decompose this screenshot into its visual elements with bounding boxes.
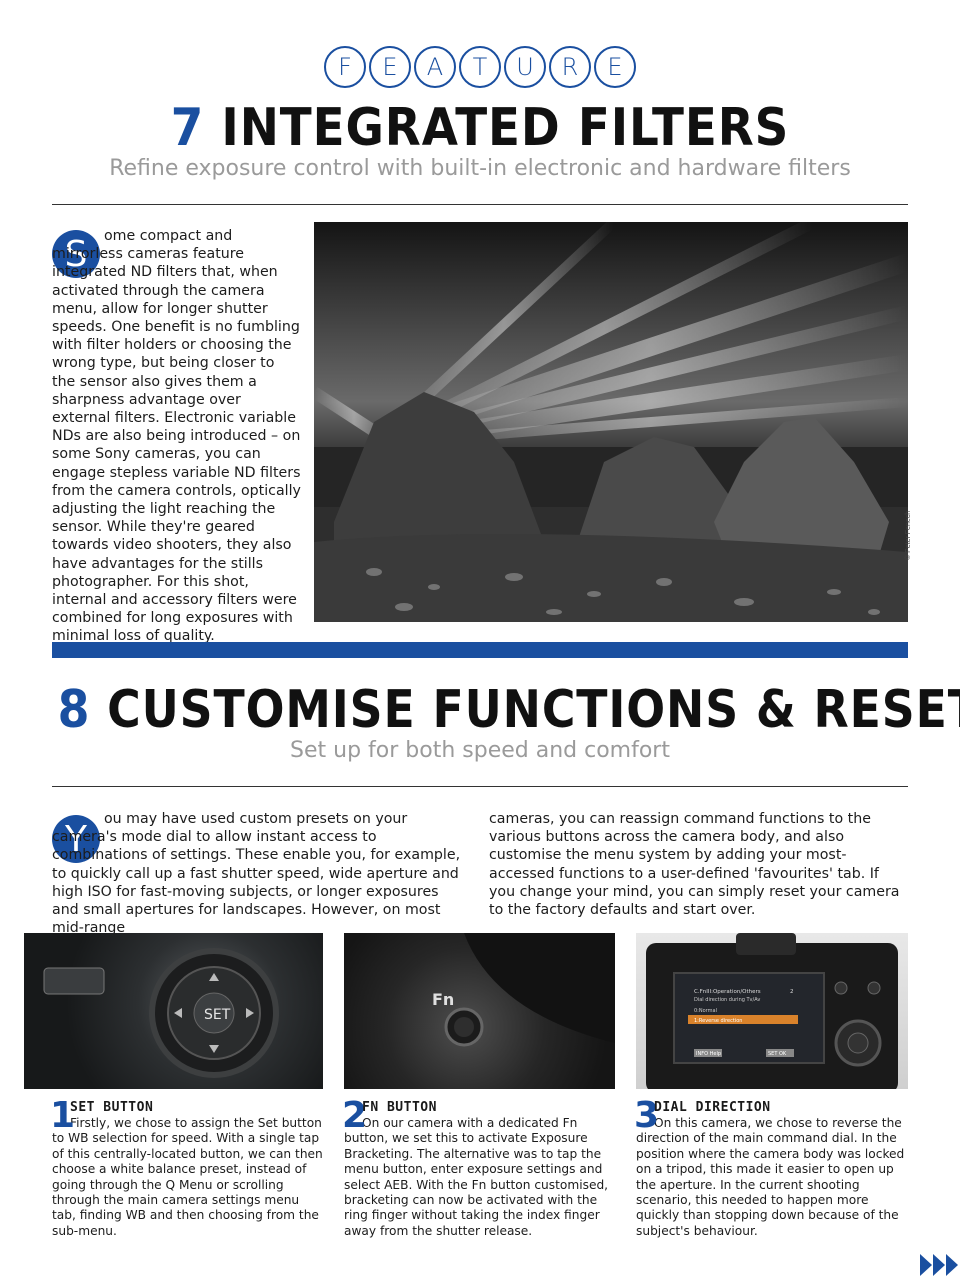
feature-label: F E A T U R E — [0, 46, 960, 88]
feature-letter: F — [324, 46, 366, 88]
section-7-number: 7 — [170, 98, 205, 158]
dropcap-s: S — [52, 230, 100, 278]
feature-letter: R — [549, 46, 591, 88]
caption-2-text: On our camera with a dedicated Fn button… — [344, 1116, 609, 1238]
camera-menu-illustration: C.FnIII:Operation/Others 2 Dial directio… — [646, 933, 898, 1089]
caption-1-text: Firstly, we chose to assign the Set butt… — [52, 1116, 323, 1238]
rocks-illustration — [314, 222, 908, 622]
section-7-subtitle: Refine exposure control with built-in el… — [109, 156, 851, 181]
dropcap-y: Y — [52, 815, 100, 863]
feature-letter: T — [459, 46, 501, 88]
divider — [52, 204, 908, 205]
caption-2-number: 2 — [342, 1095, 368, 1136]
section-7-body: ome compact and mirrorless cameras featu… — [52, 227, 302, 646]
section-7-title: INTEGRATED FILTERS — [221, 98, 790, 158]
section-8-title: CUSTOMISE FUNCTIONS & RESET — [107, 680, 960, 740]
section-8-number: 8 — [57, 680, 91, 740]
menu-title: C.FnIII:Operation/Others — [694, 989, 761, 995]
feature-letter: U — [504, 46, 546, 88]
divider — [52, 786, 908, 787]
caption-3: 3 DIAL DIRECTION On this camera, we chos… — [634, 1095, 908, 1239]
set-button-photo: SET — [24, 933, 323, 1089]
caption-1: 1 SET BUTTON Firstly, we chose to assign… — [50, 1095, 324, 1239]
menu-option-reverse: 1:Reverse direction — [694, 1018, 742, 1024]
caption-1-number: 1 — [50, 1095, 76, 1136]
menu-option-normal: 0:Normal — [694, 1008, 717, 1014]
dial-direction-photo: C.FnIII:Operation/Others 2 Dial directio… — [636, 933, 908, 1089]
fn-button-photo: Fn — [344, 933, 615, 1089]
caption-1-title: SET BUTTON — [70, 1100, 154, 1115]
menu-page: 2 — [790, 989, 794, 995]
section-8-body-col1: ou may have used custom presets on your … — [52, 810, 468, 937]
feature-letter: E — [369, 46, 411, 88]
set-dial-illustration: SET — [43, 948, 279, 1078]
menu-ok: SET OK — [768, 1051, 787, 1057]
caption-2-title: FN BUTTON — [362, 1100, 437, 1115]
set-label: SET — [204, 1007, 231, 1023]
section-8-body-col1-text: ou may have used custom presets on your … — [52, 811, 461, 937]
next-page-button[interactable] — [920, 1252, 960, 1278]
long-exposure-rocks-photo — [314, 222, 908, 622]
section-8-subtitle: Set up for both speed and comfort — [290, 738, 670, 763]
caption-3-text: On this camera, we chose to reverse the … — [636, 1116, 905, 1238]
section-7-heading: 7 INTEGRATED FILTERS — [48, 96, 912, 160]
menu-subtitle: Dial direction during Tv/Av — [694, 997, 760, 1003]
fn-button-illustration: Fn — [432, 933, 615, 1047]
section-7-body-text: ome compact and mirrorless cameras featu… — [52, 228, 301, 645]
caption-2: 2 FN BUTTON On our camera with a dedicat… — [342, 1095, 616, 1239]
photo-credit: © Peter Fenech — [905, 510, 912, 560]
section-8-heading: 8 CUSTOMISE FUNCTIONS & RESET — [57, 678, 960, 742]
menu-help: INFO Help — [696, 1051, 721, 1057]
section-8-body-col2: cameras, you can reassign command functi… — [489, 811, 900, 919]
caption-3-number: 3 — [634, 1095, 660, 1136]
caption-3-title: DIAL DIRECTION — [654, 1100, 771, 1115]
section-divider-bar — [52, 642, 908, 658]
feature-letter: A — [414, 46, 456, 88]
fn-label: Fn — [432, 990, 454, 1009]
triple-chevron-right-icon — [920, 1254, 958, 1276]
feature-letter: E — [594, 46, 636, 88]
